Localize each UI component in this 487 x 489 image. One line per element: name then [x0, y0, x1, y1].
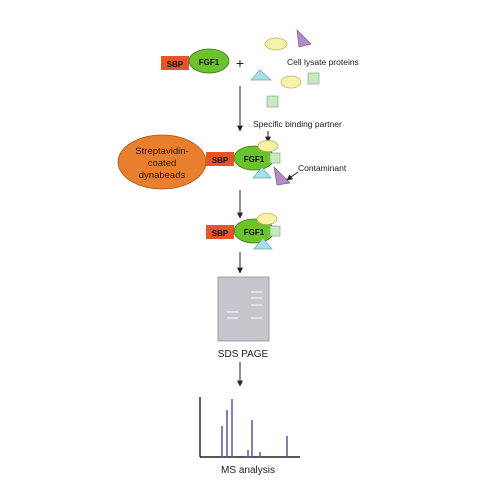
- fgf1-label: FGF1: [199, 58, 220, 67]
- ms-analysis-label: MS analysis: [221, 465, 275, 476]
- square-protein: [307, 72, 320, 85]
- fgf1-protein: [188, 48, 230, 74]
- mass-spectrum: [199, 397, 300, 458]
- sds-page-gel: [217, 276, 270, 342]
- fgf1-label: FGF1: [244, 228, 265, 237]
- square-protein: [266, 95, 279, 108]
- bait-construct-top: SBP FGF1: [161, 48, 230, 74]
- sbp-tag: [206, 225, 234, 239]
- sbp-label: SBP: [167, 60, 184, 69]
- square-protein: [269, 152, 281, 164]
- sbp-tag: [161, 56, 189, 70]
- oval-protein: [257, 140, 279, 152]
- bound-complex: SBP FGF1: [206, 140, 291, 186]
- lysate-proteins: [250, 29, 320, 108]
- triangle-protein: [253, 237, 273, 250]
- sbp-label: SBP: [212, 229, 229, 238]
- oval-protein: [264, 37, 288, 51]
- contaminant-triangle: [273, 165, 291, 186]
- triangle-protein: [252, 166, 272, 179]
- beads-label-line2: coated: [148, 158, 177, 169]
- sds-page-label: SDS PAGE: [218, 349, 269, 360]
- beads-label-line3: dynabeads: [139, 170, 186, 181]
- square-protein: [269, 225, 281, 237]
- gel-slab: [217, 276, 270, 342]
- oval-protein: [256, 213, 278, 225]
- eluted-complex: SBP FGF1: [206, 213, 281, 250]
- triangle-protein: [296, 29, 312, 48]
- specific-binding-label: Specific binding partner: [253, 119, 342, 129]
- plus-sign: +: [236, 55, 244, 71]
- contaminant-pointer-arrow: [286, 171, 299, 181]
- sbp-label: SBP: [212, 156, 229, 165]
- triangle-protein: [250, 69, 272, 81]
- oval-protein: [280, 75, 302, 89]
- contaminant-label: Contaminant: [298, 163, 347, 173]
- beads-label-line1: Streptavidin-: [135, 146, 188, 157]
- streptavidin-beads: Streptavidin- coated dynabeads: [117, 134, 207, 190]
- cell-lysate-label: Cell lysate proteins: [287, 57, 359, 67]
- sbp-tag: [206, 152, 234, 166]
- fgf1-label: FGF1: [244, 155, 265, 164]
